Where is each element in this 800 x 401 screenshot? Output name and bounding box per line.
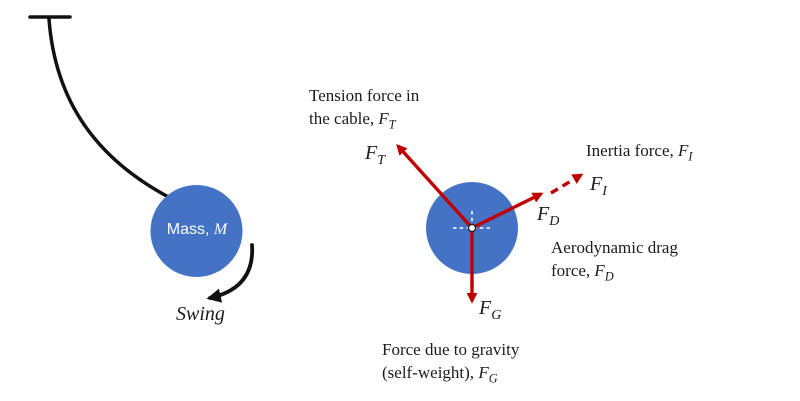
tension-subscript: T	[388, 117, 396, 132]
tension-annotation: Tension force in the cable, FT	[309, 84, 420, 132]
tension-annotation-line2: the cable,	[309, 109, 379, 128]
mass-symbol: M	[213, 221, 228, 238]
fi-symbol: F	[590, 173, 603, 195]
gravity-annotation-line2: (self-weight),	[382, 363, 479, 382]
tension-arrow	[396, 143, 474, 230]
inertia-symbol: F	[678, 141, 689, 160]
drag-annotation-line1: Aerodynamic drag	[551, 238, 678, 257]
mass-circle	[150, 185, 243, 277]
gravity-annotation-line1: Force due to gravity	[382, 340, 520, 359]
pendulum-cable	[47, 17, 178, 203]
inertia-vector-label: FI	[590, 173, 607, 199]
drag-annotation: Aerodynamic drag force, FD	[551, 236, 678, 284]
ft-symbol: F	[365, 142, 378, 164]
drag-vector-label: FD	[537, 203, 560, 229]
gravity-vector-label: FG	[479, 297, 502, 323]
swing-arrow	[206, 243, 255, 303]
ft-subscript: T	[377, 153, 386, 168]
inertia-arrow	[550, 173, 584, 195]
fi-subscript: I	[602, 184, 607, 199]
tension-vector-label: FT	[365, 142, 386, 168]
mass-label-text: Mass,	[166, 221, 214, 238]
fd-symbol: F	[537, 203, 550, 225]
drag-subscript: D	[604, 269, 614, 284]
inertia-annotation-text: Inertia force,	[586, 141, 679, 160]
drag-symbol: F	[594, 261, 605, 280]
fd-subscript: D	[549, 214, 560, 229]
drag-annotation-line2: force,	[551, 261, 595, 280]
fg-symbol: F	[479, 297, 492, 319]
inertia-subscript: I	[688, 149, 693, 164]
drag-arrow	[471, 192, 544, 230]
gravity-symbol: F	[478, 363, 489, 382]
swing-label: Swing	[176, 303, 225, 325]
gravity-annotation: Force due to gravity (self-weight), FG	[382, 338, 520, 386]
tension-annotation-line1: Tension force in	[309, 86, 420, 105]
mass-label: Mass, M	[150, 221, 244, 239]
gravity-subscript: G	[488, 371, 498, 386]
inertia-annotation: Inertia force, FI	[586, 139, 693, 164]
center-pivot-dot	[467, 223, 477, 233]
tension-symbol: F	[378, 109, 389, 128]
fg-subscript: G	[491, 308, 502, 323]
